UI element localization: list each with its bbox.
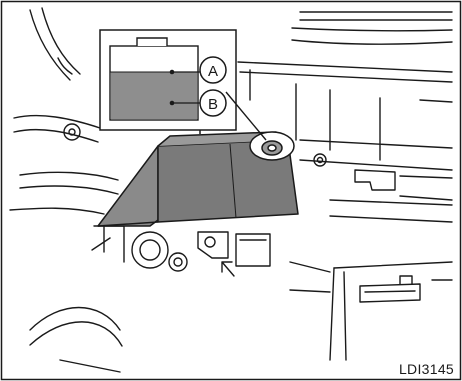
figure-reference-code: LDI3145 — [399, 361, 454, 377]
inset-fluid — [111, 72, 197, 119]
level-inset: A B — [100, 30, 236, 130]
reservoir-cap — [250, 132, 294, 160]
callout-a-label: A — [208, 63, 218, 80]
callout-b-label: B — [208, 96, 218, 113]
inset-tank-neck — [137, 38, 167, 46]
